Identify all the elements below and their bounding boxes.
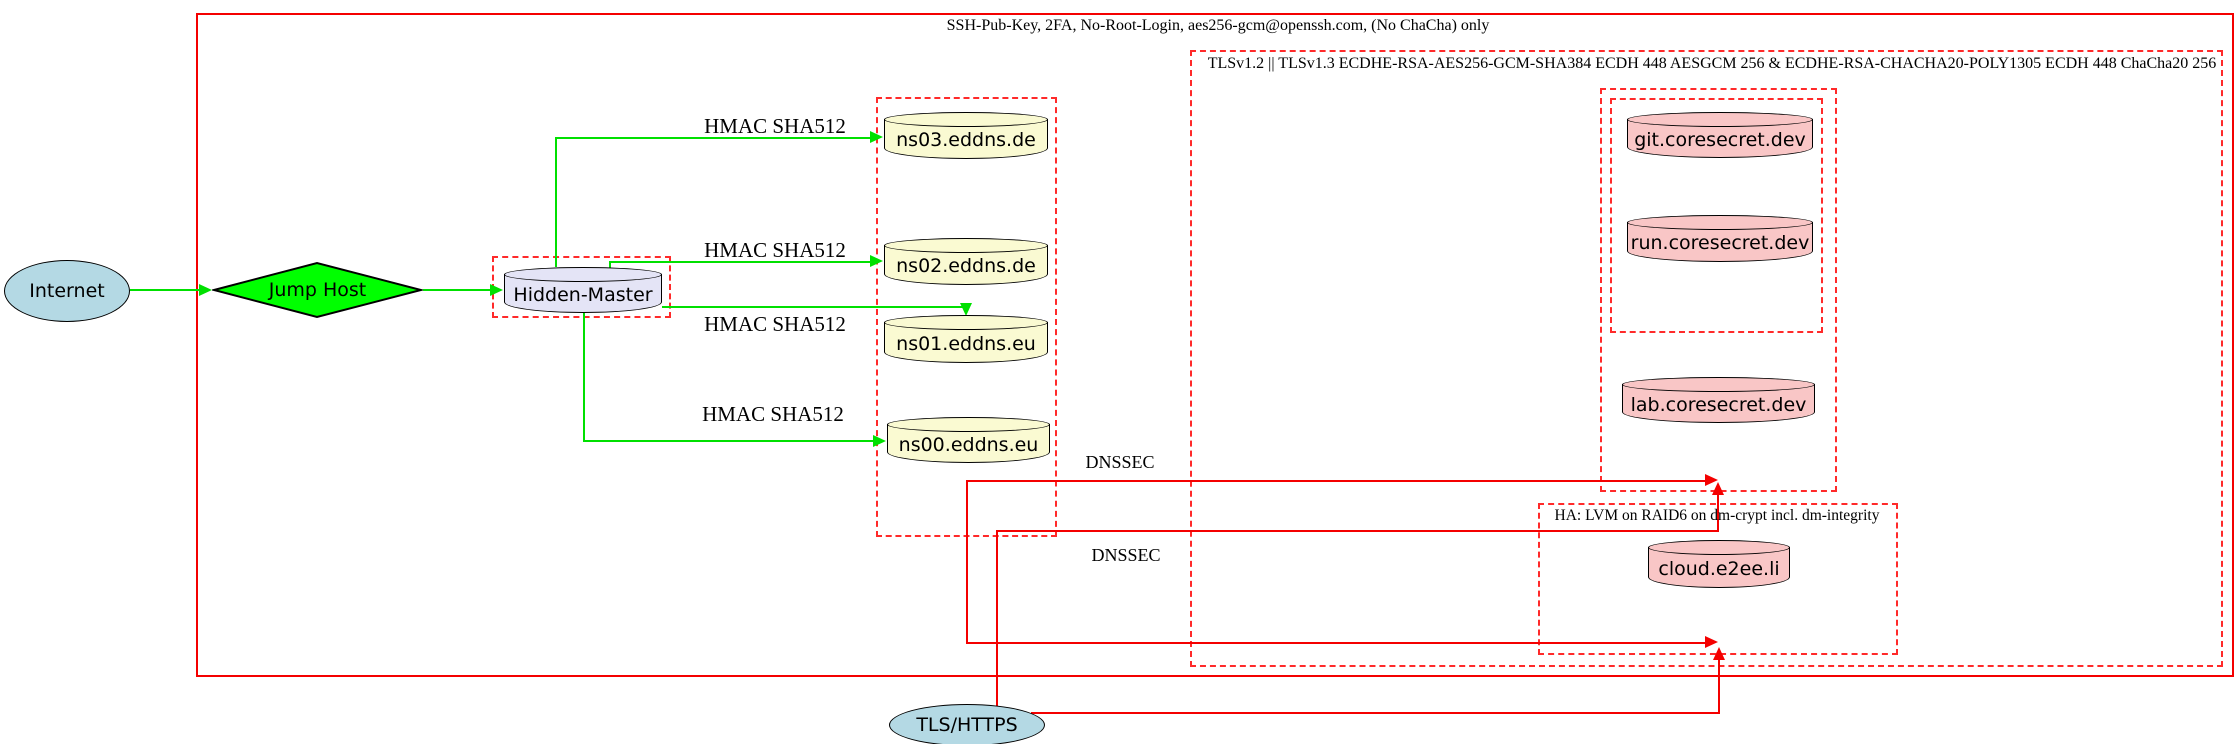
arrowhead — [870, 131, 883, 143]
edge-label-hmac-ns00: HMAC SHA512 — [702, 402, 844, 426]
edge-hm-ns03-v — [555, 138, 557, 267]
edge-label-dnssec-2: DNSSEC — [1091, 545, 1161, 565]
node-ns00: ns00.eddns.eu — [887, 417, 1050, 463]
node-ns03-label: ns03.eddns.de — [896, 129, 1036, 151]
arrowhead — [873, 435, 886, 447]
node-hidden-master: Hidden-Master — [504, 267, 662, 313]
node-lab: lab.coresecret.dev — [1622, 377, 1815, 423]
edge-tls-ha-h — [1031, 712, 1720, 714]
node-lab-label: lab.coresecret.dev — [1630, 393, 1807, 416]
cluster-git-run-box — [1610, 98, 1823, 333]
arrowhead — [870, 255, 883, 267]
edge-hm-ns02-h — [609, 261, 871, 263]
cluster-tls-box — [1190, 50, 2223, 667]
edge-label-dnssec-1: DNSSEC — [1085, 452, 1155, 472]
edge-tls-ha-v — [1718, 659, 1720, 713]
edge-dnssec2-h — [966, 642, 1707, 644]
node-ns02: ns02.eddns.de — [884, 238, 1048, 285]
cluster-ssh-box — [196, 13, 2234, 677]
edge-jumphost-hiddenmaster — [423, 289, 491, 291]
node-git-label: git.coresecret.dev — [1634, 128, 1806, 151]
arrowhead — [1705, 636, 1718, 648]
edge-hm-ns01-h — [662, 306, 967, 308]
edge-hm-ns02-v — [609, 262, 611, 269]
diamond-shape — [210, 261, 425, 319]
node-internet-label: Internet — [29, 280, 105, 302]
cluster-ssh-label: SSH-Pub-Key, 2FA, No-Root-Login, aes256-… — [946, 17, 1490, 34]
arrowhead — [1713, 647, 1725, 660]
edge-dnssec-v — [966, 480, 968, 644]
node-tls-https-label: TLS/HTTPS — [916, 714, 1018, 736]
node-internet: Internet — [4, 260, 130, 322]
edge-tls-coresecret-v2 — [1717, 494, 1719, 531]
edge-hm-ns00-v — [583, 313, 585, 441]
edge-internet-jumphost — [130, 289, 200, 291]
node-ns02-label: ns02.eddns.de — [896, 255, 1036, 277]
arrowhead — [490, 284, 503, 296]
edge-tls-coresecret-h — [996, 530, 1719, 532]
edge-hm-ns00-h — [583, 440, 875, 442]
arrowhead — [1712, 482, 1724, 495]
node-tls-https: TLS/HTTPS — [889, 704, 1045, 744]
edge-label-hmac-ns03: HMAC SHA512 — [704, 114, 846, 138]
node-run-label: run.coresecret.dev — [1630, 232, 1810, 254]
node-cloud-label: cloud.e2ee.li — [1658, 557, 1780, 580]
edge-hm-ns03-h — [555, 137, 871, 139]
arrowhead — [199, 284, 212, 296]
edge-dnssec1-h — [966, 480, 1707, 482]
node-run: run.coresecret.dev — [1627, 215, 1813, 262]
arrowhead — [960, 303, 972, 316]
node-hidden-master-label: Hidden-Master — [513, 283, 653, 306]
node-ns03: ns03.eddns.de — [884, 112, 1048, 159]
node-jump-host: Jump Host — [210, 261, 425, 319]
cluster-tls-label: TLSv1.2 || TLSv1.3 ECDHE-RSA-AES256-GCM-… — [1207, 55, 2217, 72]
node-ns01: ns01.eddns.eu — [884, 315, 1048, 363]
node-ns00-label: ns00.eddns.eu — [898, 433, 1039, 456]
edge-tls-coresecret-v1 — [996, 530, 998, 706]
node-ns01-label: ns01.eddns.eu — [896, 332, 1036, 355]
node-git: git.coresecret.dev — [1627, 112, 1813, 158]
cluster-ha-label: HA: LVM on RAID6 on dm-crypt incl. dm-in… — [1554, 507, 1880, 524]
edge-label-hmac-ns01: HMAC SHA512 — [704, 312, 846, 336]
node-cloud: cloud.e2ee.li — [1648, 540, 1790, 588]
node-jump-host-label: Jump Host — [268, 279, 367, 301]
edge-label-hmac-ns02: HMAC SHA512 — [704, 238, 846, 262]
